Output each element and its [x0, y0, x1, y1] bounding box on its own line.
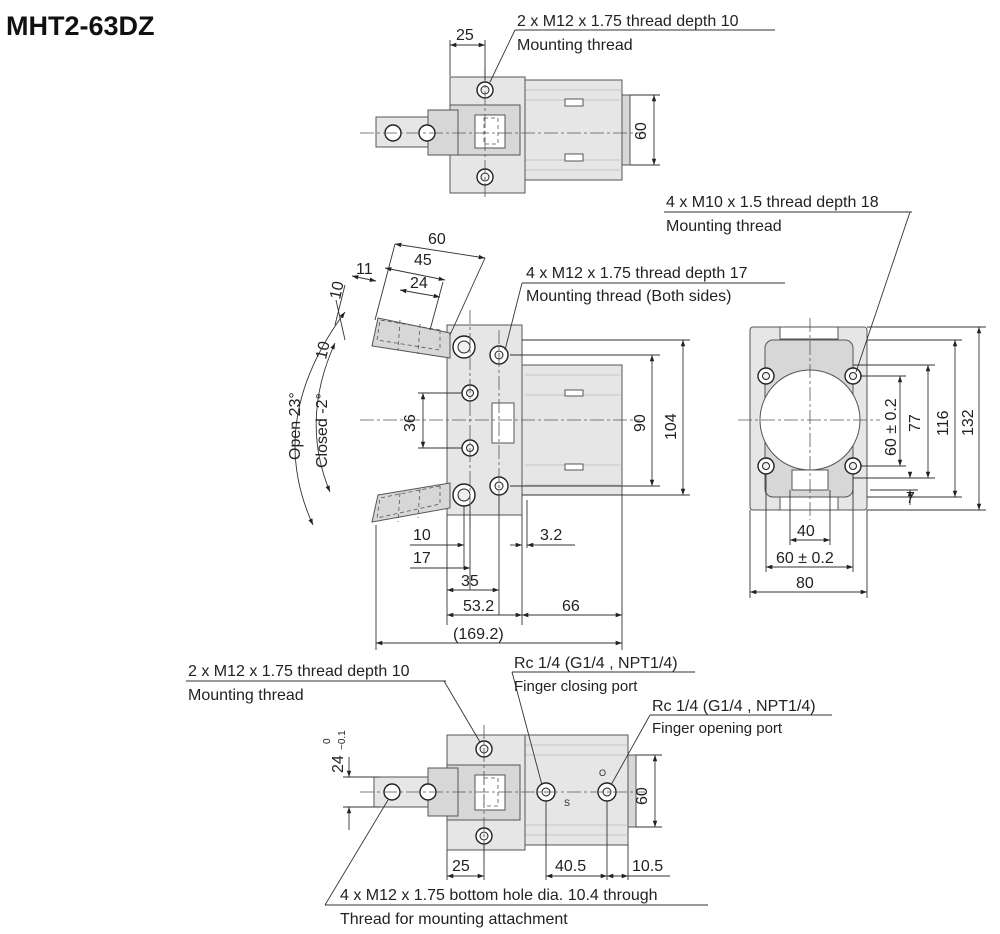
dim-10-upper: 10	[327, 280, 347, 301]
dim-132: 132	[960, 409, 977, 436]
dim-66: 66	[562, 598, 580, 615]
dim-45: 45	[414, 252, 432, 269]
dim-53-2: 53.2	[463, 598, 494, 615]
side-callout-line2: Mounting thread	[666, 218, 782, 235]
front-view: Open 23° Closed -2° 60 45 11 24 10 10 36…	[287, 231, 785, 650]
dim-104: 104	[663, 413, 680, 440]
opening-port-line2: Finger opening port	[652, 720, 783, 737]
bottom-mount-callout-line1: 2 x M12 x 1.75 thread depth 10	[188, 663, 410, 680]
front-callout-line1: 4 x M12 x 1.75 thread depth 17	[526, 265, 748, 282]
dim-24: 24	[410, 275, 428, 292]
top-view: 25 60 2 x M12 x 1.75 thread depth 10 Mou…	[360, 13, 775, 200]
bottom-dim-60: 60	[634, 787, 651, 805]
bottom-dim-25: 25	[452, 858, 470, 875]
top-dim-25: 25	[456, 27, 474, 44]
dim-11: 11	[356, 261, 373, 278]
angle-closed: Closed -2°	[314, 393, 331, 468]
dim-60-0-2-vertical: 60 ± 0.2	[883, 398, 900, 456]
dim-3-2: 3.2	[540, 527, 562, 544]
angle-open: Open 23°	[287, 392, 304, 460]
opening-port-line1: Rc 1/4 (G1/4 , NPT1/4)	[652, 698, 816, 715]
bottom-hole-callout-line2: Thread for mounting attachment	[340, 911, 568, 928]
closing-port-line2: Finger closing port	[514, 678, 638, 695]
dim-40: 40	[797, 523, 815, 540]
dim-36: 36	[402, 414, 419, 432]
bottom-hole-callout-line1: 4 x M12 x 1.75 bottom hole dia. 10.4 thr…	[340, 887, 658, 904]
dim-77: 77	[907, 414, 924, 432]
dim-90: 90	[632, 414, 649, 432]
port-mark-s: S	[564, 798, 570, 808]
dim-169-2: (169.2)	[453, 626, 504, 643]
bottom-dim-40-5: 40.5	[555, 858, 586, 875]
dim-60-slant: 60	[428, 231, 446, 248]
dim-35: 35	[461, 573, 479, 590]
tol-upper: 0	[322, 738, 333, 744]
tol-lower: −0.1	[337, 730, 348, 750]
side-view: 60 ± 0.2 77 116 132 7 40 60 ± 0.2 80 4	[664, 194, 986, 598]
dim-17: 17	[413, 550, 431, 567]
front-callout-line2: Mounting thread (Both sides)	[526, 288, 731, 305]
dim-80: 80	[796, 575, 814, 592]
top-dim-60: 60	[633, 122, 650, 140]
closing-port-line1: Rc 1/4 (G1/4 , NPT1/4)	[514, 655, 678, 672]
dim-60-0-2-horizontal: 60 ± 0.2	[776, 550, 834, 567]
top-callout-line2: Mounting thread	[517, 37, 633, 54]
side-callout-line1: 4 x M10 x 1.5 thread depth 18	[666, 194, 879, 211]
dim-10-lower: 10	[313, 340, 333, 361]
dim-116: 116	[935, 410, 952, 436]
bottom-view: S O 24 0 −0.1 60 25 40.5 10.5 2 x M12 x …	[186, 655, 832, 928]
drawing-title: MHT2-63DZ	[6, 11, 155, 41]
bottom-mount-callout-line2: Mounting thread	[188, 687, 304, 704]
top-callout-line1: 2 x M12 x 1.75 thread depth 10	[517, 13, 739, 30]
port-mark-o: O	[599, 768, 606, 778]
dim-10-bottom: 10	[413, 527, 431, 544]
dim-7: 7	[906, 490, 915, 507]
bottom-dim-10-5: 10.5	[632, 858, 663, 875]
bottom-dim-24: 24	[330, 755, 347, 773]
